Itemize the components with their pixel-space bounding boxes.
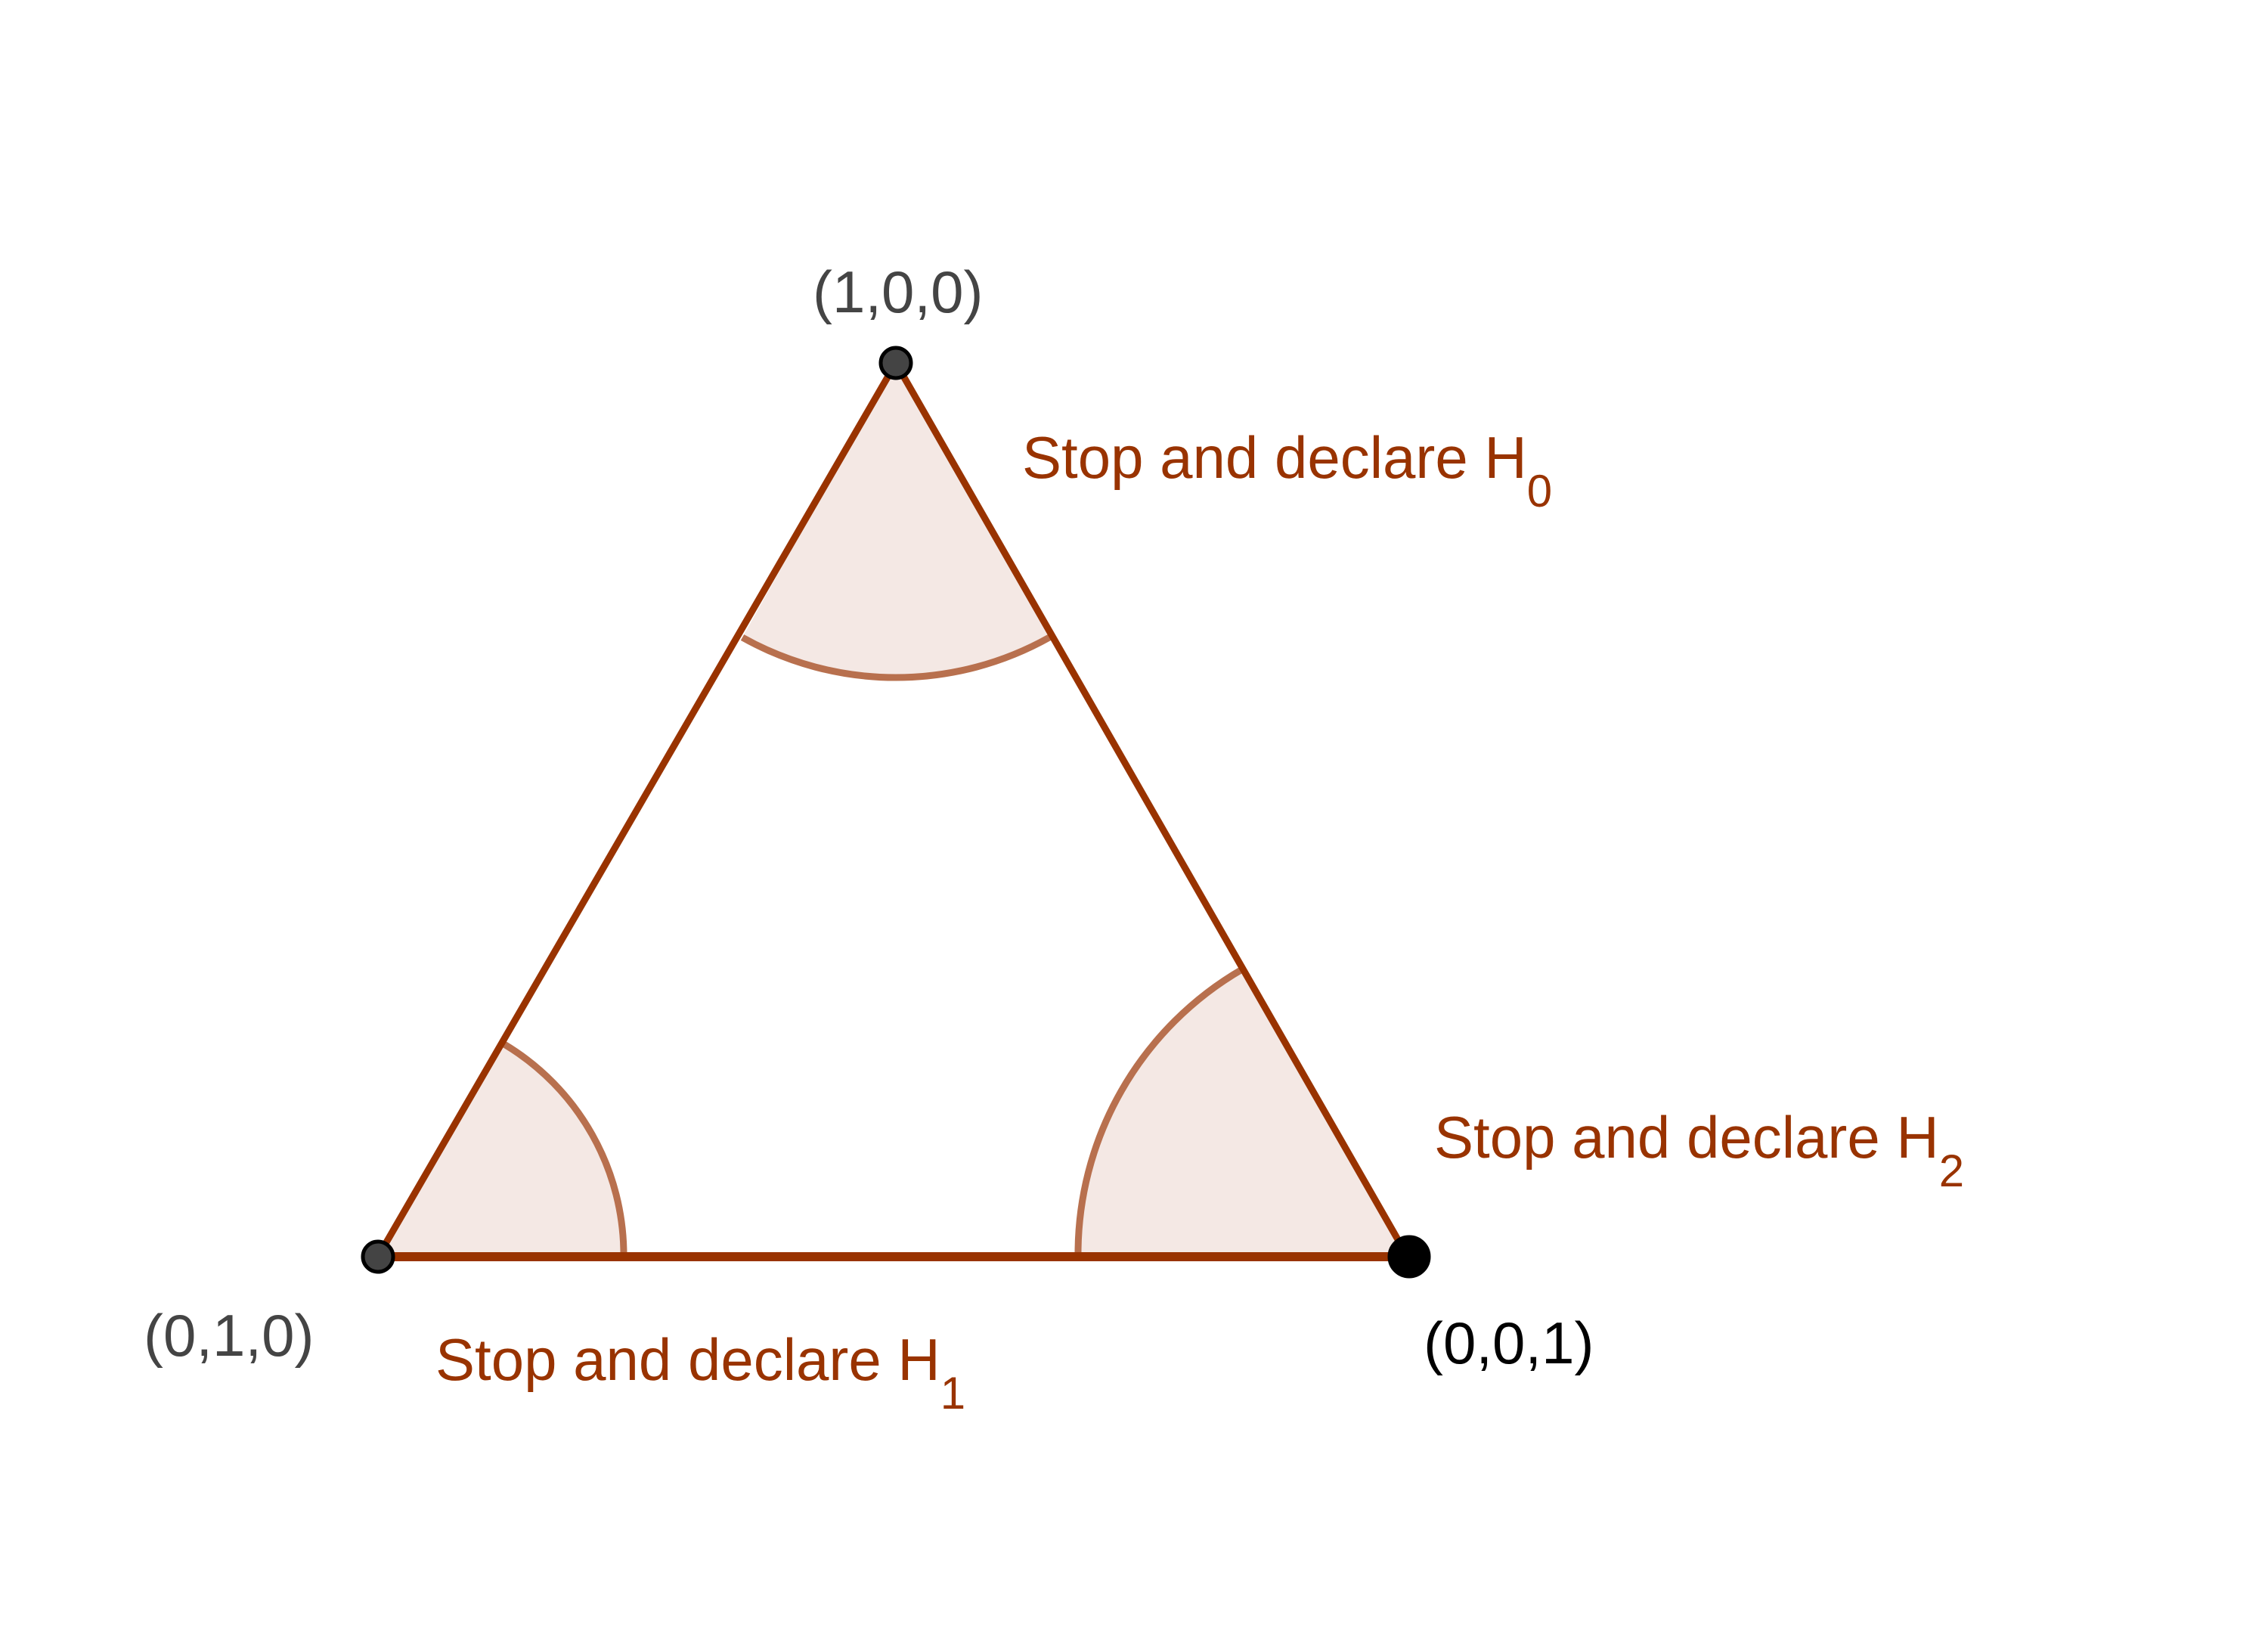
region-label-h0-subscript: 0 <box>1527 466 1552 516</box>
region-label-h0: Stop and declare H0 <box>1022 424 1552 516</box>
vertex-point-top <box>878 346 913 380</box>
triangle-edge-right <box>893 361 1411 1259</box>
vertex-label-bottom-right: (0,0,1) <box>1424 1310 1594 1376</box>
vertex-point-bottom-right <box>1387 1235 1431 1279</box>
region-label-h2-subscript: 2 <box>1939 1146 1964 1196</box>
region-label-h2-text: Stop and declare H <box>1434 1104 1939 1171</box>
region-label-h1-subscript: 1 <box>940 1368 965 1419</box>
region-h1-boundary-arc <box>502 1041 627 1257</box>
region-label-h2: Stop and declare H2 <box>1434 1104 1964 1196</box>
region-label-h1: Stop and declare H1 <box>435 1326 965 1419</box>
triangle-edge-left <box>375 361 899 1259</box>
vertex-point-bottom-left <box>361 1239 395 1274</box>
region-label-h1-text: Stop and declare H <box>435 1326 940 1393</box>
region-h0-sector <box>742 363 1049 678</box>
region-label-h0-text: Stop and declare H <box>1022 424 1527 491</box>
region-h2-boundary-arc <box>1074 966 1244 1257</box>
region-h0-boundary-arc <box>740 634 1052 681</box>
vertex-label-top: (1,0,0) <box>813 259 983 325</box>
vertex-label-bottom-left: (0,1,0) <box>144 1302 314 1369</box>
